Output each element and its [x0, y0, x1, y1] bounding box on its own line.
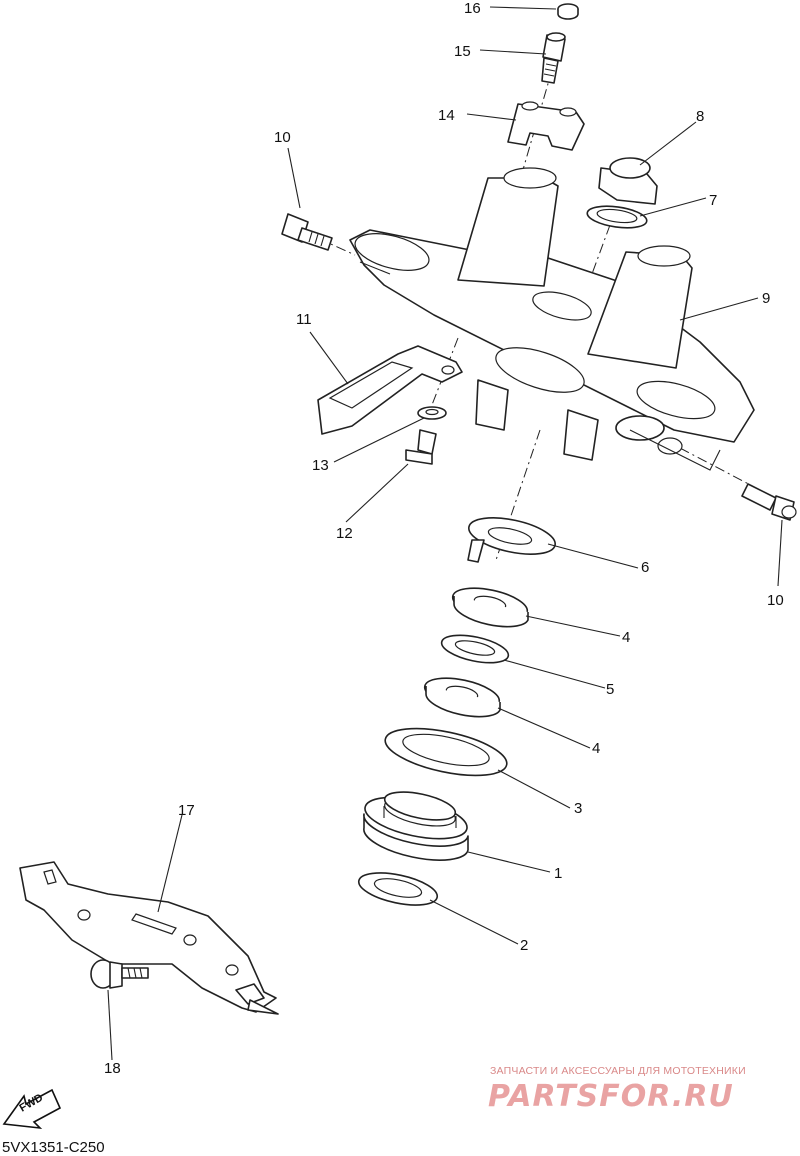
- part-4-ring-nut-lower: [423, 677, 501, 718]
- callout-8: 8: [696, 108, 704, 125]
- callout-4-lower: 4: [592, 740, 600, 757]
- part-16-cap: [557, 3, 579, 20]
- callout-10-lower: 10: [767, 592, 784, 609]
- callout-17: 17: [178, 802, 195, 819]
- callout-14: 14: [438, 107, 455, 124]
- callout-18: 18: [104, 1060, 121, 1077]
- part-4-ring-nut-upper: [451, 587, 529, 628]
- part-18-flange-bolt: [90, 959, 149, 989]
- callout-4-upper: 4: [622, 629, 630, 646]
- part-1-bearing: [363, 791, 469, 861]
- part-10-bolt-left: [281, 213, 333, 251]
- callout-13: 13: [312, 457, 329, 474]
- part-17-stay: [19, 861, 279, 1015]
- part-11-bracket: [317, 345, 463, 435]
- callout-15: 15: [454, 43, 471, 60]
- callout-6: 6: [641, 559, 649, 576]
- callout-1: 1: [554, 865, 562, 882]
- callout-11: 11: [296, 311, 312, 328]
- part-6-lock-washer: [467, 517, 556, 563]
- callout-numbers: 16 15 14 8 7 9 10 10 11 13 12 6 4 5 4 3 …: [104, 0, 784, 1077]
- callout-12: 12: [336, 525, 353, 542]
- callout-5: 5: [606, 681, 614, 698]
- part-13-washer: [417, 406, 447, 420]
- part-2-washer: [357, 872, 439, 906]
- drawing-code: 5VX1351-C250: [2, 1139, 105, 1156]
- fwd-arrow-icon: FWD: [2, 1088, 62, 1130]
- part-3-seal: [384, 727, 508, 777]
- part-10-bolt-right: [741, 483, 797, 521]
- part-14-holder: [507, 101, 585, 151]
- callout-16: 16: [464, 0, 481, 17]
- part-15-bolt: [541, 32, 566, 84]
- part-7-washer: [586, 205, 648, 229]
- callout-7: 7: [709, 192, 717, 209]
- leader-lines: [107, 6, 783, 1061]
- part-8-nut: [598, 157, 658, 205]
- watermark: ЗАПЧАСТИ И АКСЕССУАРЫ ДЛЯ МОТОТЕХНИКИ PA…: [488, 1065, 746, 1114]
- callout-2: 2: [520, 937, 528, 954]
- part-12-bolt: [405, 429, 437, 465]
- callout-3: 3: [574, 800, 582, 817]
- callout-10-upper: 10: [274, 129, 291, 146]
- part-9-upper-bracket: [349, 167, 755, 471]
- watermark-tagline: ЗАПЧАСТИ И АКСЕССУАРЫ ДЛЯ МОТОТЕХНИКИ: [490, 1065, 746, 1077]
- callout-9: 9: [762, 290, 770, 307]
- part-5-washer: [440, 634, 510, 664]
- watermark-brand: PARTSFOR.RU: [488, 1079, 734, 1114]
